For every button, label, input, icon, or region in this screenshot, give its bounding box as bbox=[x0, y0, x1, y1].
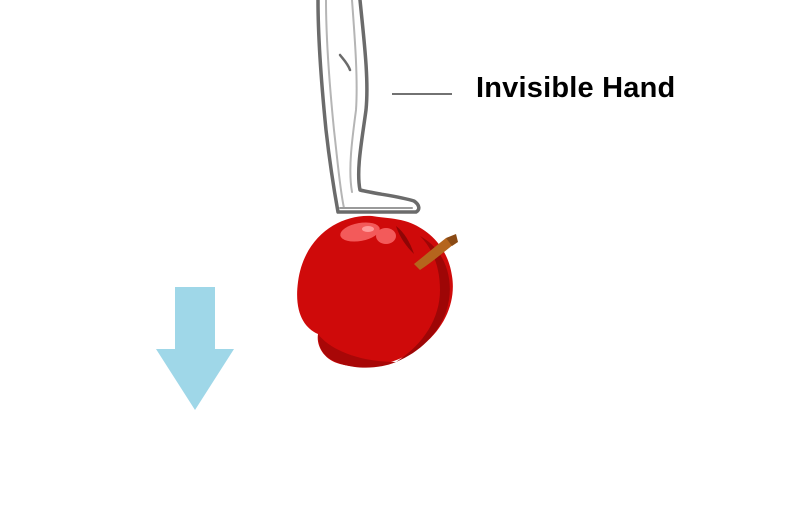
invisible-hand-label: Invisible Hand bbox=[476, 72, 676, 104]
red-apple-icon bbox=[297, 215, 458, 368]
down-arrow-icon bbox=[156, 287, 234, 410]
invisible-hand-icon bbox=[316, 0, 421, 214]
